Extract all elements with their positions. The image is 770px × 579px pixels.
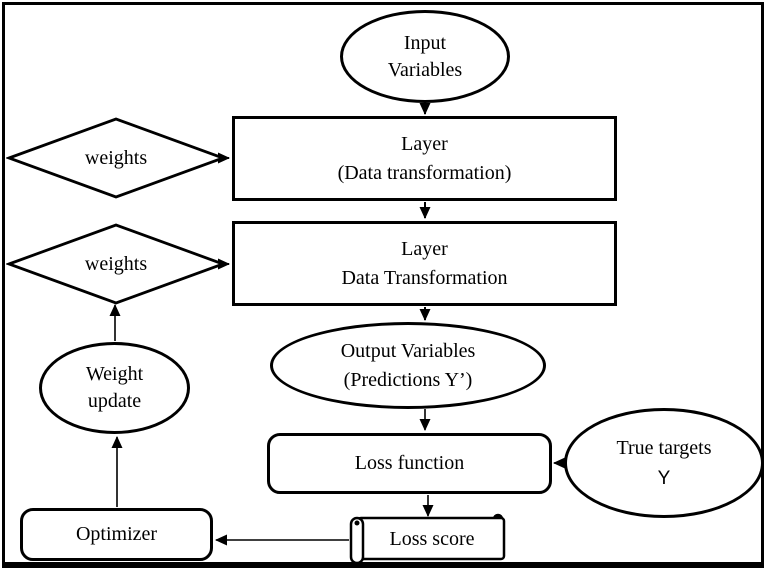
loss-function-label: Loss function [354, 452, 465, 474]
node-weights-1: weights [4, 117, 228, 199]
layer-1-label-line2: (Data transformation) [337, 161, 512, 184]
node-loss-score-shape [349, 513, 506, 565]
layer-2-label-line2: Data Transformation [341, 266, 508, 289]
node-layer-1: Layer (Data transformation) [232, 116, 617, 201]
weight-update-label-line2: update [87, 390, 142, 412]
node-true-targets: True targets Y [564, 408, 764, 518]
loss-score-label: Loss score [389, 527, 475, 550]
weights-2-label: weights [84, 252, 148, 275]
node-optimizer: Optimizer [20, 508, 213, 561]
output-variables-label-line1: Output Variables [340, 339, 476, 362]
layer-1-label-line1: Layer [401, 132, 448, 155]
node-weight-update: Weight update [39, 342, 190, 434]
input-variables-label-line2: Variables [387, 58, 463, 81]
true-targets-label-line2: Y [657, 468, 671, 489]
diamond-shape [4, 117, 228, 199]
diamond-shape [4, 223, 228, 305]
true-targets-label-line1: True targets [616, 437, 712, 459]
node-input-variables: Input Variables [340, 10, 510, 103]
weights-1-label: weights [84, 146, 148, 169]
node-output-variables: Output Variables (Predictions Y’) [270, 322, 546, 409]
weight-update-label-line1: Weight [85, 363, 144, 385]
node-layer-2: Layer Data Transformation [232, 221, 617, 306]
optimizer-label: Optimizer [75, 523, 158, 545]
output-variables-label-line2: (Predictions Y’) [343, 368, 473, 391]
node-loss-function: Loss function [267, 433, 552, 494]
node-weights-2: weights [4, 223, 228, 305]
input-variables-label-line1: Input [403, 31, 447, 54]
layer-2-label-line1: Layer [401, 237, 448, 260]
